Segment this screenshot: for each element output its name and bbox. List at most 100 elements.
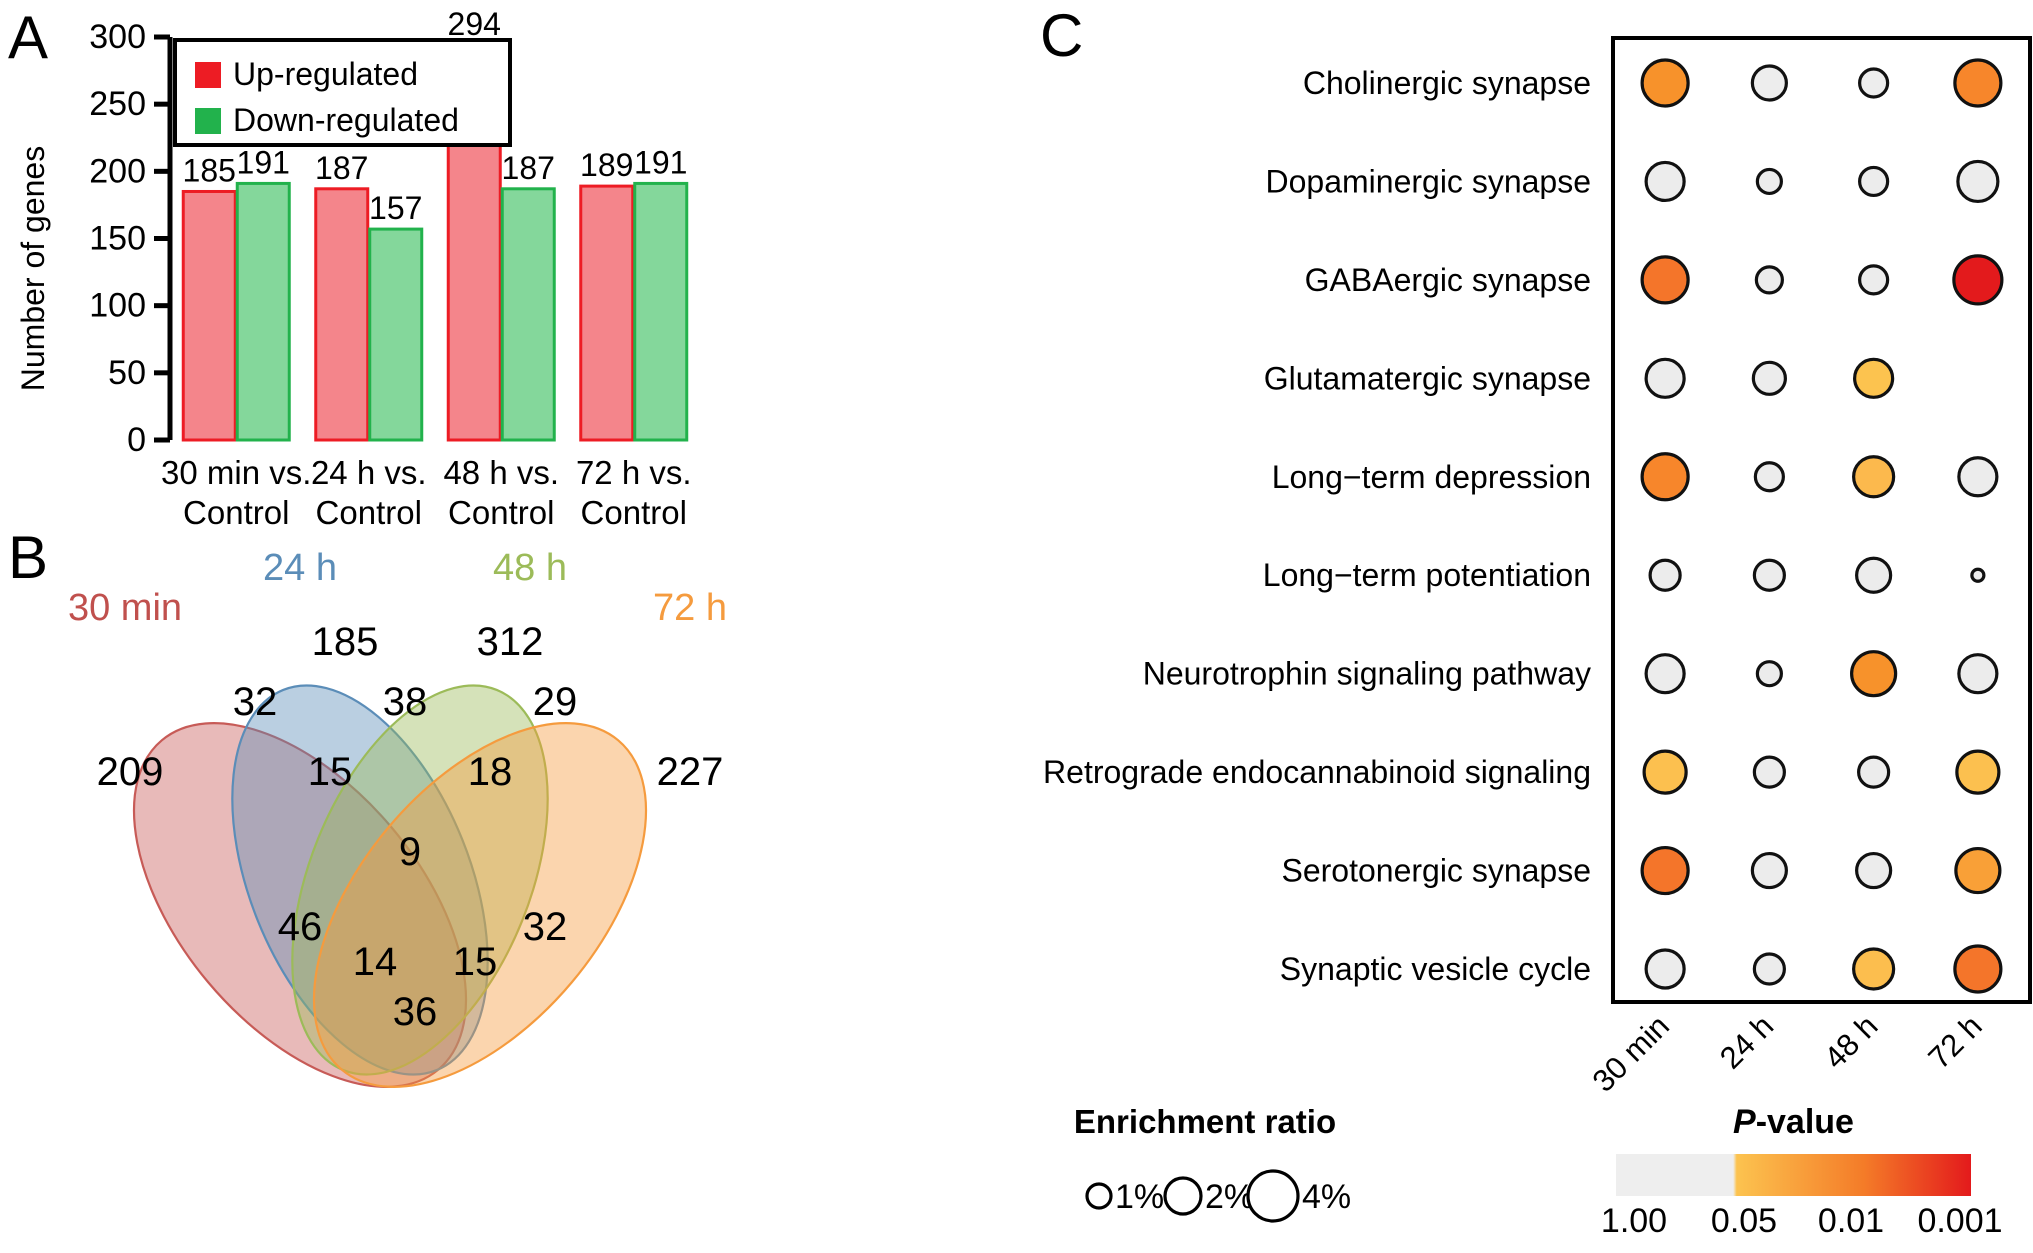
dotplot-point [1853, 357, 1895, 399]
pathway-row-label: Cholinergic synapse [1303, 65, 1591, 101]
x-axis-category-label: 24 h vs. [311, 454, 427, 491]
dotplot-point [1957, 653, 1999, 695]
dotplot-frame [1611, 36, 2032, 1004]
x-axis-category-label: Control [581, 494, 687, 531]
dotplot-point [1852, 947, 1896, 991]
venn-set-label: 48 h [493, 547, 567, 589]
pathway-row-label: Serotonergic synapse [1281, 853, 1591, 889]
bar-value-label: 191 [237, 144, 290, 180]
dotplot-point [1753, 461, 1785, 493]
dotplot-point [1755, 660, 1783, 688]
dotplot-point [1956, 159, 2000, 204]
pvalue-tick-label: 0.001 [1917, 1202, 2002, 1240]
dotplot-point [1644, 653, 1686, 695]
venn-region-count: 14 [353, 940, 398, 984]
dotplot-point [1953, 58, 2003, 108]
bar-up-regulated [181, 189, 237, 442]
panel-a-letter: A [8, 4, 49, 71]
pvalue-colorbar [1616, 1154, 1971, 1196]
legend-label: Up-regulated [233, 56, 418, 92]
dotplot-point [1858, 165, 1890, 198]
enrichment-legend-circle [1246, 1169, 1300, 1223]
panel-c-letter: C [1040, 2, 1084, 69]
y-axis-tick-label: 150 [89, 220, 146, 258]
bar-up-regulated [579, 184, 635, 442]
dotplot-point [1752, 755, 1786, 789]
venn-region-count: 209 [97, 750, 164, 794]
enrichment-legend-circle [1163, 1176, 1203, 1216]
dotplot-point [1752, 952, 1786, 986]
y-axis-tick-label: 0 [127, 421, 146, 459]
venn-region-count: 32 [233, 680, 278, 724]
dotplot-point [1640, 255, 1690, 305]
venn-region-count: 29 [533, 680, 578, 724]
x-axis-category-label: Control [316, 494, 422, 531]
y-axis-tick-label: 250 [89, 85, 146, 123]
dotplot-point [1640, 58, 1690, 108]
dotplot-point [1640, 845, 1690, 896]
pathway-row-label: Glutamatergic synapse [1264, 360, 1591, 396]
dotplot-point [1970, 567, 1986, 583]
bar-up-regulated [314, 187, 370, 442]
timepoint-axis-label: 72 h [1921, 1008, 1988, 1075]
venn-set-label: 30 min [68, 587, 182, 629]
timepoint-axis-label: 30 min [1586, 1008, 1677, 1099]
pathway-row-label: Dopaminergic synapse [1266, 163, 1592, 199]
y-axis-tick-label: 200 [89, 152, 146, 190]
dotplot-point [1644, 160, 1686, 203]
bar-value-label: 191 [634, 144, 687, 180]
enrichment-legend-title: Enrichment ratio [1074, 1103, 1336, 1140]
bar-down-regulated [368, 227, 424, 442]
pathway-row-label: Synaptic vesicle cycle [1280, 951, 1591, 987]
dotplot-point [1954, 846, 2002, 895]
bar-value-label: 294 [448, 6, 501, 42]
venn-set-label: 24 h [263, 547, 337, 589]
x-axis-category-label: 30 min vs. [161, 454, 311, 491]
dotplot-point [1751, 360, 1787, 396]
timepoint-axis-label: 24 h [1713, 1008, 1780, 1075]
legend-box [173, 38, 512, 147]
pathway-row-label: Retrograde endocannabinoid signaling [1043, 754, 1591, 790]
y-axis-tick-label: 100 [89, 287, 146, 325]
dotplot-point [1752, 558, 1786, 592]
bar-down-regulated [235, 181, 291, 442]
dotplot-point [1850, 650, 1898, 698]
dotplot-point [1640, 452, 1690, 502]
venn-region-count: 36 [393, 990, 438, 1034]
dotplot-point [1957, 456, 1999, 498]
y-axis-tick-label: 50 [108, 354, 146, 392]
dotplot-point [1955, 749, 2001, 795]
venn-region-count: 15 [453, 940, 498, 984]
dotplot-point [1648, 558, 1682, 592]
pvalue-legend-title: P-value [1733, 1103, 1854, 1141]
dotplot-point [1750, 64, 1788, 102]
dotplot-point [1858, 264, 1890, 296]
venn-ellipse [312, 722, 648, 1088]
venn-region-count: 15 [308, 750, 353, 794]
bar-value-label: 187 [315, 150, 368, 186]
pathway-row-label: Neurotrophin signaling pathway [1143, 656, 1591, 692]
pvalue-tick-label: 0.05 [1711, 1202, 1777, 1240]
bar-down-regulated [633, 181, 689, 442]
enrichment-legend-circle [1085, 1182, 1113, 1210]
dotplot-point [1644, 357, 1686, 399]
legend-swatch [195, 62, 221, 88]
bar-value-label: 157 [369, 190, 422, 226]
venn-region-count: 312 [477, 620, 544, 664]
dotplot-point [1857, 755, 1891, 789]
venn-ellipses [132, 684, 648, 1088]
bar-down-regulated [500, 187, 556, 442]
dotplot-point [1644, 948, 1686, 990]
dotplot-point [1855, 556, 1893, 594]
dotplot-point [1755, 167, 1783, 196]
venn-region-count: 38 [383, 680, 428, 724]
bar-value-label: 187 [502, 150, 555, 186]
dotplot-point [1855, 851, 1893, 890]
dotplot-point [1953, 944, 2003, 994]
pvalue-tick-label: 1.00 [1601, 1202, 1667, 1240]
legend-swatch [195, 108, 221, 134]
x-axis-category-label: Control [183, 494, 289, 531]
